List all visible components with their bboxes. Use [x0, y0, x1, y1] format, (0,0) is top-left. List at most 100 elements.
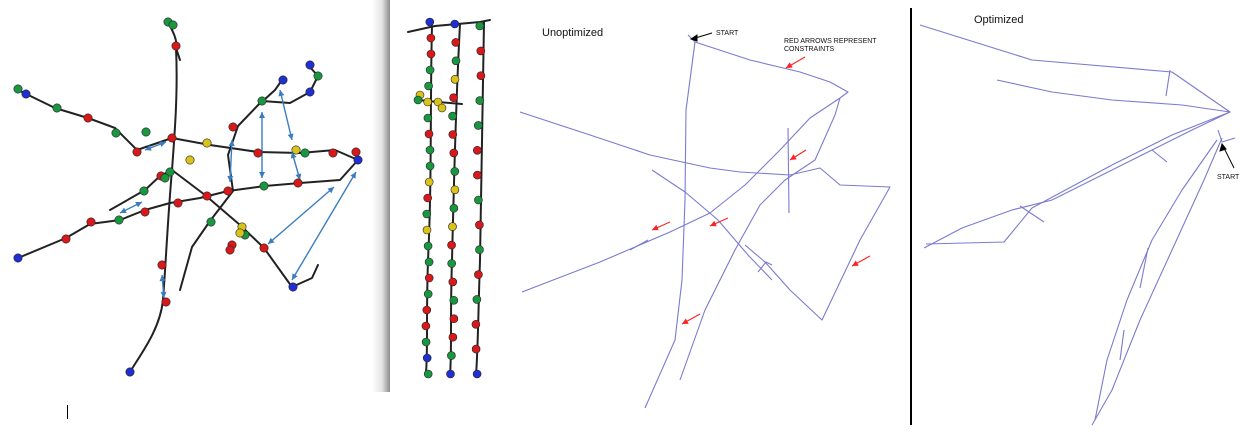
red-node: [132, 147, 142, 157]
unoptimized-panel: Unoptimized START RED ARROWS REPRESENT C…: [510, 0, 910, 438]
green-node: [313, 71, 323, 81]
graph-edge: [787, 127, 790, 214]
red-node: [424, 273, 434, 283]
red-node: [223, 186, 233, 196]
green-node: [425, 65, 435, 75]
green-node: [139, 186, 149, 196]
green-node: [449, 203, 459, 213]
optimized-graph-svg: [919, 24, 1236, 426]
arrow-head: [145, 145, 152, 151]
arrow-head: [120, 207, 127, 213]
red-node: [140, 207, 150, 217]
constraints-note-line1: RED ARROWS REPRESENT: [784, 38, 877, 45]
green-node: [206, 217, 216, 227]
graph-edge: [521, 41, 849, 293]
arrow-head: [227, 175, 234, 182]
green-node: [475, 245, 484, 254]
red-node: [253, 148, 263, 158]
red-node: [228, 122, 238, 132]
graph-edge: [923, 111, 1231, 249]
start-pointer-head: [1219, 142, 1227, 152]
green-node: [448, 111, 457, 121]
red-node: [449, 93, 458, 102]
yellow-node: [433, 97, 443, 107]
panel-divider-shadow: [372, 0, 390, 392]
red-node: [451, 38, 461, 47]
blue-node: [305, 60, 315, 70]
arrow-head: [295, 173, 302, 180]
red-node: [86, 217, 96, 227]
start-pointer-head: [689, 34, 698, 42]
red-node: [476, 71, 486, 80]
arrow-head: [852, 260, 859, 266]
graph-edge: [651, 169, 773, 281]
yellow-node: [202, 138, 212, 148]
green-node: [472, 295, 482, 304]
red-node: [83, 113, 93, 123]
blue-node: [278, 75, 288, 85]
text-cursor: [67, 405, 68, 419]
green-node: [424, 257, 434, 267]
start-label: START: [1217, 174, 1240, 181]
green-node: [160, 173, 170, 183]
graph-edge: [629, 239, 649, 251]
red-node: [473, 146, 482, 155]
red-node: [448, 277, 458, 287]
red-node: [448, 332, 458, 342]
constraint-arrow: [279, 89, 293, 141]
blue-node: [425, 17, 435, 27]
red-node: [426, 49, 436, 59]
arrow-head: [292, 273, 298, 280]
blue-node: [13, 253, 23, 263]
green-node: [425, 161, 435, 171]
constraints-note-line2: CONSTRAINTS: [784, 46, 835, 53]
red-node: [471, 344, 481, 354]
graph-edge: [1094, 139, 1218, 421]
red-node: [447, 240, 456, 250]
blue-node: [472, 369, 482, 379]
trajectory-path: [263, 79, 283, 101]
green-node: [423, 369, 433, 379]
arrow-head: [710, 220, 717, 227]
straight-trajectories-diagram: [390, 0, 510, 395]
graph-edge: [679, 97, 841, 381]
red-node: [449, 148, 459, 158]
red-node: [157, 260, 167, 270]
yellow-node: [235, 228, 245, 238]
trajectory-path: [179, 64, 319, 291]
yellow-node: [437, 103, 447, 113]
yellow-node: [424, 177, 434, 187]
graph-edge: [1217, 129, 1236, 143]
red-node: [225, 245, 235, 255]
green-node: [475, 21, 485, 31]
red-node: [475, 220, 484, 230]
green-node: [300, 148, 310, 158]
blue-node: [288, 282, 298, 292]
blue-node: [305, 87, 315, 97]
arrow-head: [652, 224, 659, 231]
yellow-node: [450, 75, 460, 84]
constraint-arrow: [229, 139, 233, 183]
arrow-head: [790, 154, 797, 160]
arrow-head: [786, 62, 793, 68]
green-node: [423, 113, 433, 123]
red-node: [449, 314, 459, 324]
start-label: START: [716, 30, 739, 37]
green-node: [423, 241, 433, 251]
trajectory-path: [17, 89, 359, 259]
green-node: [474, 195, 483, 205]
arrow-head: [259, 172, 265, 178]
arrow-head: [287, 133, 294, 140]
red-node: [351, 147, 361, 157]
green-node: [165, 167, 175, 177]
green-node: [111, 128, 121, 138]
green-node: [475, 96, 485, 105]
blue-node: [21, 89, 31, 99]
green-node: [422, 209, 432, 219]
green-node: [449, 295, 459, 305]
yellow-node: [291, 145, 301, 155]
red-node: [474, 270, 483, 279]
green-node: [141, 127, 151, 137]
arrow-head: [278, 90, 285, 97]
red-node: [476, 46, 486, 56]
